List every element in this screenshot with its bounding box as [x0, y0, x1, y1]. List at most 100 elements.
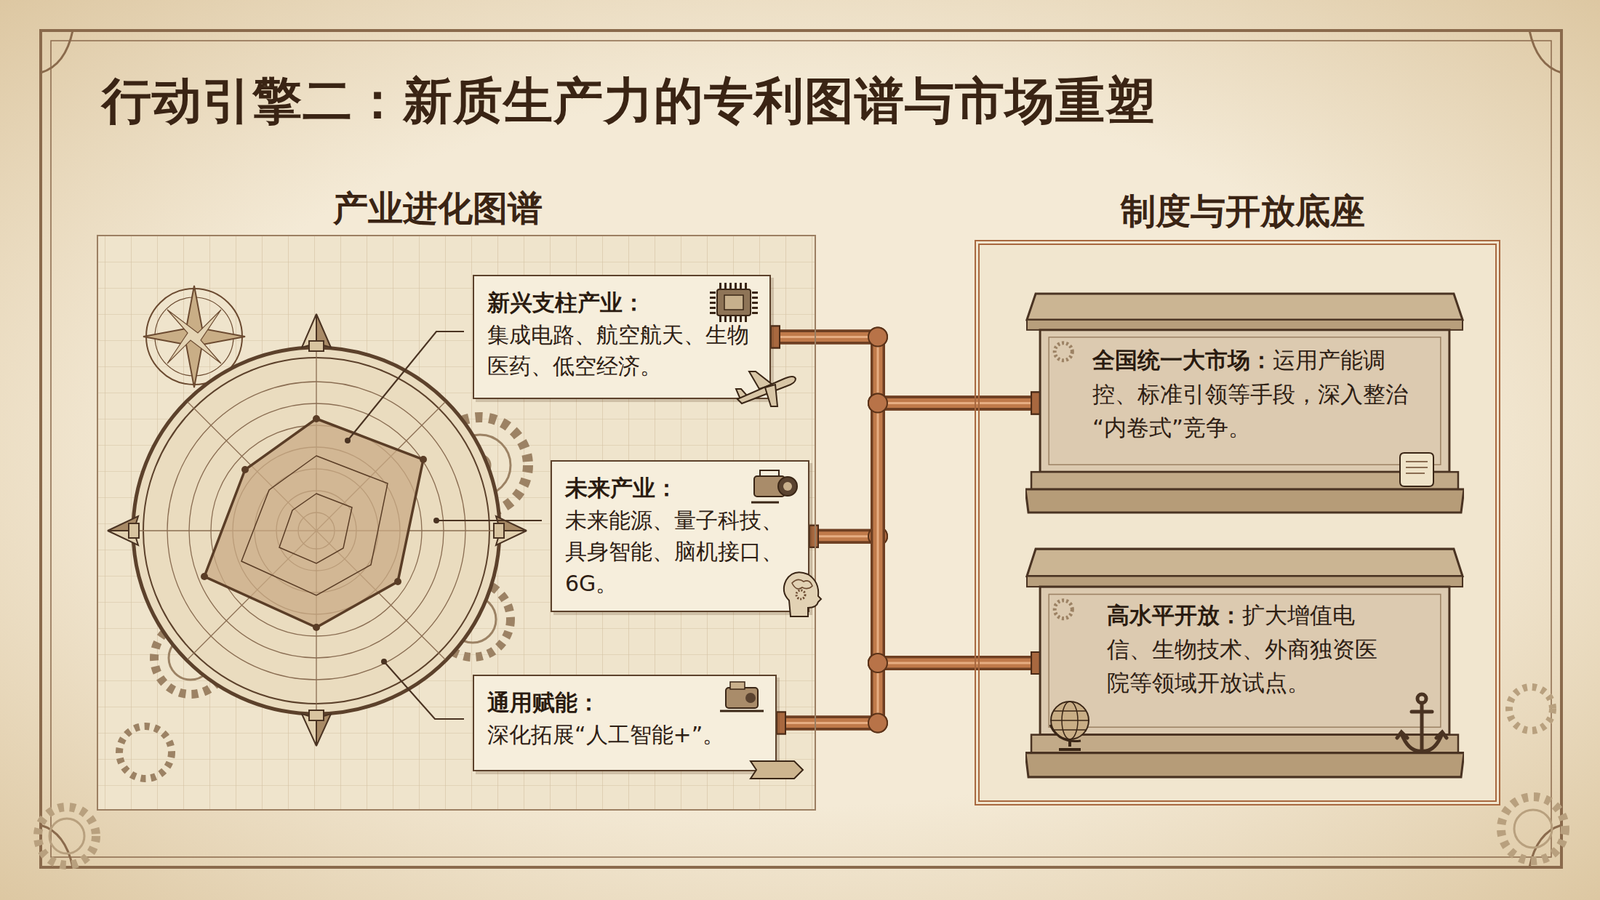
pipe-flange: [776, 712, 786, 735]
pipe-flange: [1031, 652, 1040, 675]
copper-pipe: [809, 525, 1040, 675]
pedestal-shape-part: [1031, 472, 1459, 490]
radar-compass-part: [133, 347, 500, 715]
page-frame-part: [50, 40, 1552, 858]
radar-compass-part: [200, 415, 427, 632]
title-block: 行动引擎二：新质生产力的专利图谱与市场重塑: [101, 68, 1156, 135]
anchor-icon: [1392, 691, 1451, 758]
leader-dots-part: [344, 437, 351, 444]
chip-icon-part: [719, 316, 750, 323]
pipe-stroke: [809, 536, 1040, 664]
industry-map-panel: 产业进化图谱新兴支柱产业：集成电路、航空航天、生物医药、低空经济。未来产业：未来…: [96, 234, 816, 811]
chip-icon-part: [724, 295, 744, 310]
pipe-stroke: [809, 403, 1040, 537]
gears-part: [119, 726, 172, 779]
pedestal-shape-part: [1026, 320, 1463, 331]
pedestal-shape-part: [1026, 576, 1463, 588]
pipe-flange: [809, 525, 819, 548]
ribbon-icon: [747, 757, 806, 784]
pipe-flange: [776, 712, 786, 735]
pipe-joint: [868, 653, 888, 673]
frame-ground: [974, 240, 1501, 806]
pipe-flange: [770, 326, 780, 349]
head-icon-part: [784, 573, 822, 618]
box-heading: 新兴支柱产业：: [487, 286, 757, 320]
chip-icon-part: [709, 291, 716, 315]
pipe-flange: [1031, 392, 1040, 415]
leader-lines-part: [347, 331, 464, 441]
globe-icon: [1044, 696, 1096, 755]
pedestal-shape-part: [1054, 343, 1072, 361]
pipe-flange: [1031, 392, 1040, 415]
pipe-flange: [770, 326, 780, 349]
radar-compass-part-part: [134, 349, 499, 713]
device-icon-part: [745, 693, 756, 704]
scroll-icon-part: [1400, 453, 1434, 487]
box-body: 未来能源、量子科技、具身智能、脑机接口、6G。: [565, 504, 795, 600]
foundation-frame: 制度与开放底座全国统一大市场：运用产能调控、标准引领等手段，深入整治“内卷式”竞…: [974, 240, 1501, 806]
pipe-stroke: [809, 536, 1040, 664]
pedestal-text: 高水平开放：扩大增值电信、生物技术、外商独资医院等领域开放试点。: [1025, 546, 1464, 762]
radar-compass-part-part: [309, 341, 324, 352]
chip-icon: [708, 282, 760, 323]
device-icon-part: [730, 682, 745, 690]
pipe-flange: [1031, 392, 1040, 415]
pedestal-heading: 全国统一大市场：: [1092, 346, 1273, 374]
pipe-joint: [868, 714, 888, 734]
section-heading-block: 产业进化图谱: [333, 185, 543, 232]
pipe-stroke: [776, 403, 1040, 724]
pipe-joint: [868, 328, 888, 347]
pedestal-shape-part: [1048, 594, 1441, 728]
pipe-stroke: [776, 663, 1040, 724]
box-heading: 未来产业：: [565, 472, 795, 505]
copper-pipe: [776, 392, 1040, 735]
scroll-icon-part: [1405, 461, 1428, 474]
corner-gears-part: [49, 818, 85, 854]
leader-lines-part: [384, 661, 464, 720]
pipe-joint: [868, 394, 888, 414]
corner-gears-part: [1501, 797, 1566, 862]
corner-gears-part: [37, 807, 96, 866]
radar-compass-part-part: [312, 415, 320, 423]
copper-pipe: [776, 652, 1040, 735]
radar-compass-part: [241, 456, 388, 596]
pipe-joint: [868, 328, 888, 347]
pipe-stroke: [770, 337, 1040, 664]
pedestal-shape-part: [1026, 293, 1463, 320]
pipe-stroke: [809, 536, 1040, 664]
pipe-flange: [1031, 652, 1040, 675]
pipe-stroke: [809, 403, 1040, 537]
section-heading: 产业进化图谱: [333, 187, 543, 229]
blueprint-grid-part: [96, 234, 816, 811]
pipe-joint: [868, 394, 888, 414]
pedestal-block: 全国统一大市场：运用产能调控、标准引领等手段，深入整治“内卷式”竞争。: [1025, 290, 1464, 516]
device-icon: [718, 679, 766, 716]
pipe-stroke: [809, 403, 1040, 537]
pipe-stroke: [770, 337, 1040, 664]
anchor-icon-part-part: [1397, 732, 1447, 739]
drone-icon-part: [751, 501, 779, 504]
compass-rose-part: [167, 309, 222, 364]
anchor-icon-part-part: [1401, 703, 1443, 752]
blueprint-grid: [96, 234, 816, 811]
industry-box: 未来产业：未来能源、量子科技、具身智能、脑机接口、6G。: [550, 460, 810, 613]
pipe-joint: [868, 653, 888, 673]
radar-compass: [107, 314, 527, 747]
radar-compass-part: [204, 418, 424, 628]
section-heading-block: 制度与开放底座: [1120, 188, 1366, 235]
radar-compass-part-part: [128, 523, 139, 539]
pipe-stroke: [776, 663, 1040, 724]
device-icon-part: [720, 710, 764, 713]
page-frame-part: [40, 30, 1562, 868]
corner-gears-part: [1509, 687, 1553, 731]
radar-compass-part-part: [241, 466, 249, 474]
pipe-flange: [809, 525, 819, 548]
plane-icon-part-part: [765, 384, 778, 407]
box-body: 深化拓展“人工智能+”。: [487, 719, 763, 752]
radar-compass-part-part: [309, 710, 324, 721]
leader-dots-part: [381, 658, 387, 665]
pipe-stroke: [770, 337, 1040, 404]
radar-compass-part-part: [493, 523, 504, 539]
ribbon-icon-part: [750, 761, 803, 779]
